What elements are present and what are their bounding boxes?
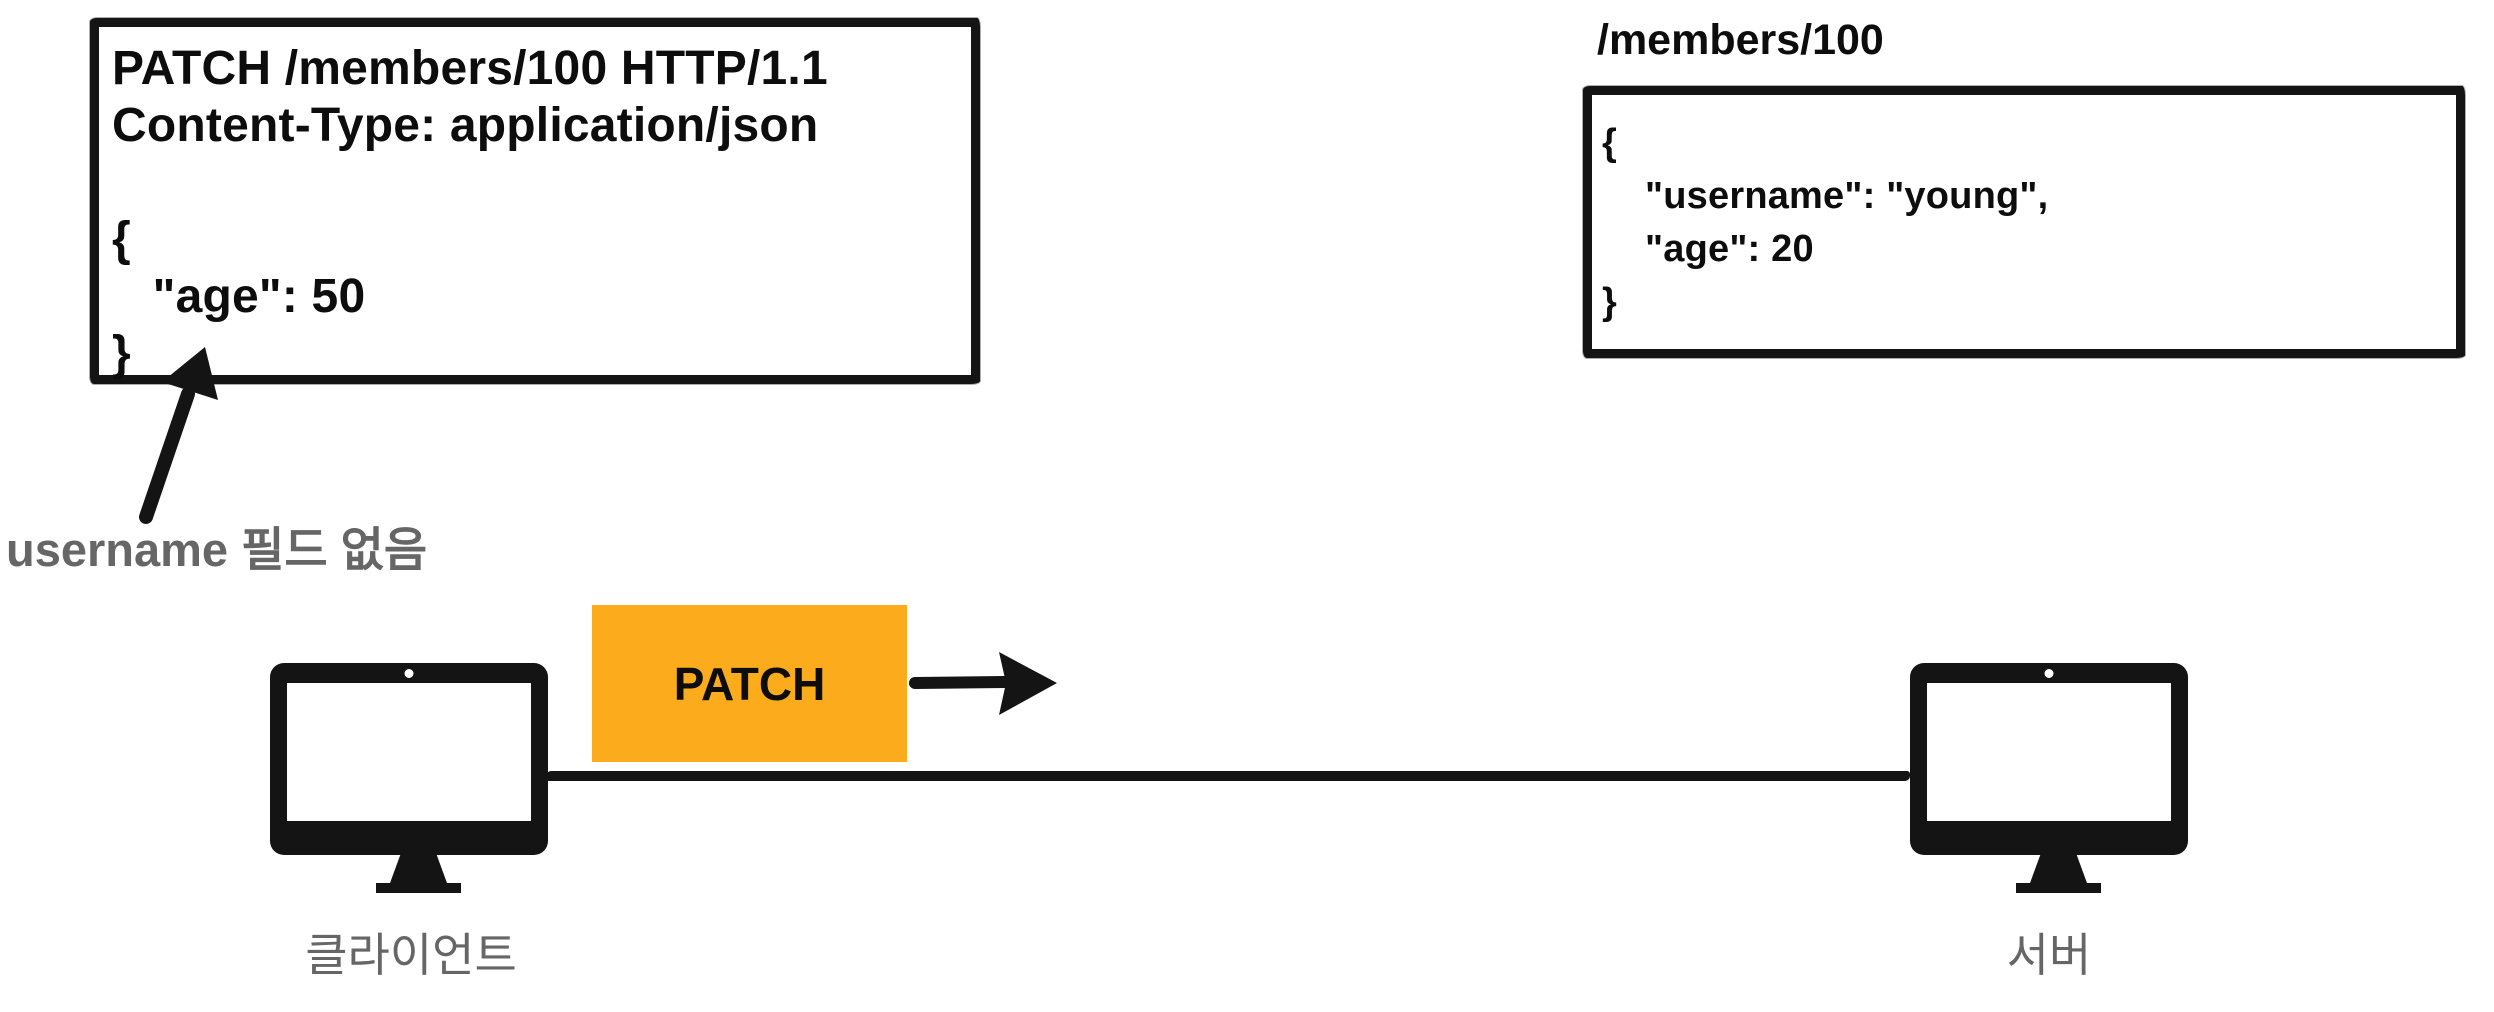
annotation-arrow-icon — [139, 347, 218, 524]
request-direction-arrow-icon — [909, 652, 1057, 715]
patch-method-label: PATCH — [673, 657, 826, 710]
resource-line: "username": "young", — [1602, 175, 2049, 217]
server-monitor-icon — [1910, 663, 2188, 893]
resource-line: "age": 20 — [1602, 228, 1814, 270]
client-label: 클라이언트 — [305, 929, 517, 981]
request-line: { — [112, 213, 131, 266]
request-line: PATCH /members/100 HTTP/1.1 — [112, 42, 828, 95]
resource-state-box: { "username": "young", "age": 20 } — [1583, 86, 2465, 358]
client-server-connection-line — [546, 771, 1910, 781]
request-line: "age": 50 — [112, 270, 366, 323]
server-label: 서버 — [2006, 929, 2092, 981]
client-monitor-icon — [270, 663, 548, 893]
resource-line: } — [1602, 281, 1617, 323]
resource-line: { — [1602, 122, 1617, 164]
request-line — [112, 154, 953, 211]
resource-path-label: /members/100 — [1597, 16, 1884, 64]
request-line: Content-Type: application/json — [112, 99, 819, 152]
annotation-label: username 필드 없음 — [6, 523, 428, 576]
patch-method-badge: PATCH — [592, 605, 907, 762]
http-request-box: PATCH /members/100 HTTP/1.1 Content-Type… — [90, 18, 980, 384]
request-line: } — [112, 327, 131, 380]
